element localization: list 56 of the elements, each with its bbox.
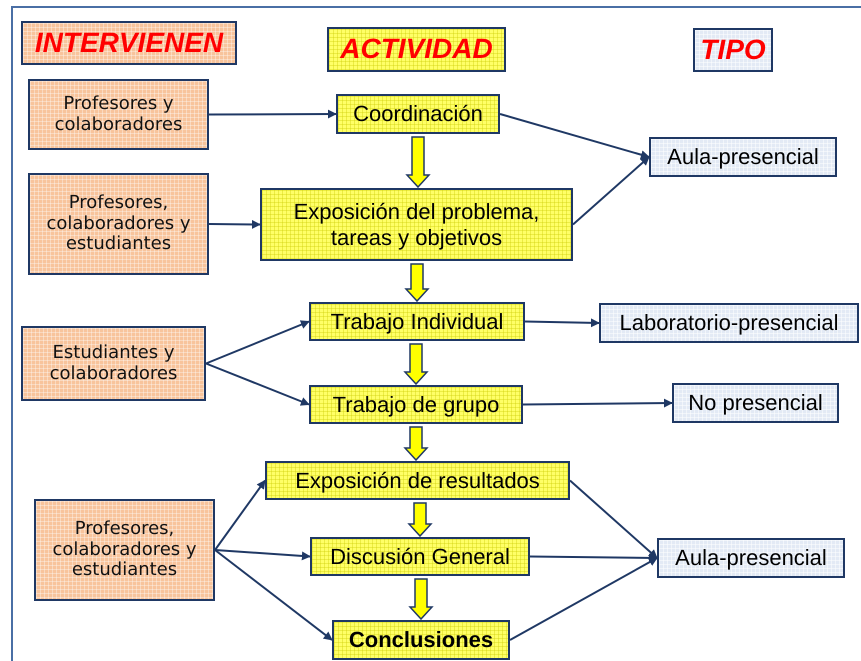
arrow bbox=[569, 480, 658, 559]
arrow bbox=[206, 362, 310, 406]
activity-box bbox=[309, 385, 523, 424]
node-text: No presencial bbox=[688, 390, 823, 416]
type-box bbox=[649, 137, 837, 177]
node-text: Trabajo Individual bbox=[330, 308, 504, 334]
node-text: Estudiantes y colaboradores bbox=[48, 342, 178, 384]
arrow bbox=[214, 549, 333, 641]
node-text: Discusión General bbox=[330, 544, 510, 570]
node-text: INTERVIENEN bbox=[34, 26, 224, 60]
node-text: Profesores, colaboradores y estudiantes bbox=[51, 518, 198, 582]
arrow bbox=[214, 549, 311, 560]
header-label bbox=[21, 21, 237, 65]
arrow bbox=[206, 320, 310, 364]
node-text: Exposición del problema, tareas y objetivos bbox=[292, 199, 540, 250]
node-text: Exposición de resultados bbox=[295, 468, 540, 494]
node-text: Profesores, colaboradores y estudiantes bbox=[45, 192, 192, 256]
block-arrow bbox=[403, 343, 429, 386]
header-label bbox=[693, 28, 773, 72]
participant-box bbox=[28, 79, 209, 150]
arrow bbox=[523, 398, 673, 408]
participant-box bbox=[21, 326, 206, 401]
type-box bbox=[599, 303, 859, 343]
node-text: Laboratorio-presencial bbox=[620, 310, 838, 336]
node-text: ACTIVIDAD bbox=[340, 33, 493, 66]
arrow bbox=[209, 110, 337, 119]
block-arrow bbox=[404, 263, 430, 302]
type-box bbox=[672, 383, 839, 423]
block-arrow bbox=[405, 136, 431, 188]
node-text: TIPO bbox=[700, 34, 766, 66]
activity-box bbox=[336, 94, 500, 134]
arrow bbox=[510, 557, 658, 641]
block-arrow bbox=[407, 502, 433, 538]
activity-box bbox=[310, 537, 530, 576]
activity-box bbox=[265, 461, 570, 500]
activity-box bbox=[332, 620, 510, 660]
block-arrow bbox=[408, 578, 434, 620]
arrow bbox=[572, 156, 650, 226]
participant-box bbox=[28, 173, 209, 275]
activity-box bbox=[260, 188, 573, 261]
node-text: Aula-presencial bbox=[667, 144, 819, 170]
node-text: Trabajo de grupo bbox=[332, 392, 500, 418]
activity-box bbox=[309, 302, 525, 341]
type-box bbox=[657, 538, 845, 578]
arrow bbox=[214, 480, 266, 551]
node-text: Profesores y colaboradores bbox=[54, 94, 184, 136]
participant-box bbox=[34, 499, 215, 601]
arrow bbox=[208, 220, 261, 229]
header-label bbox=[327, 27, 506, 72]
block-arrow bbox=[403, 426, 429, 462]
node-text: Conclusiones bbox=[348, 627, 494, 653]
arrow bbox=[530, 553, 658, 562]
arrow bbox=[524, 318, 600, 328]
arrow bbox=[500, 113, 650, 160]
node-text: Aula-presencial bbox=[675, 545, 827, 571]
node-text: Coordinación bbox=[353, 101, 483, 127]
